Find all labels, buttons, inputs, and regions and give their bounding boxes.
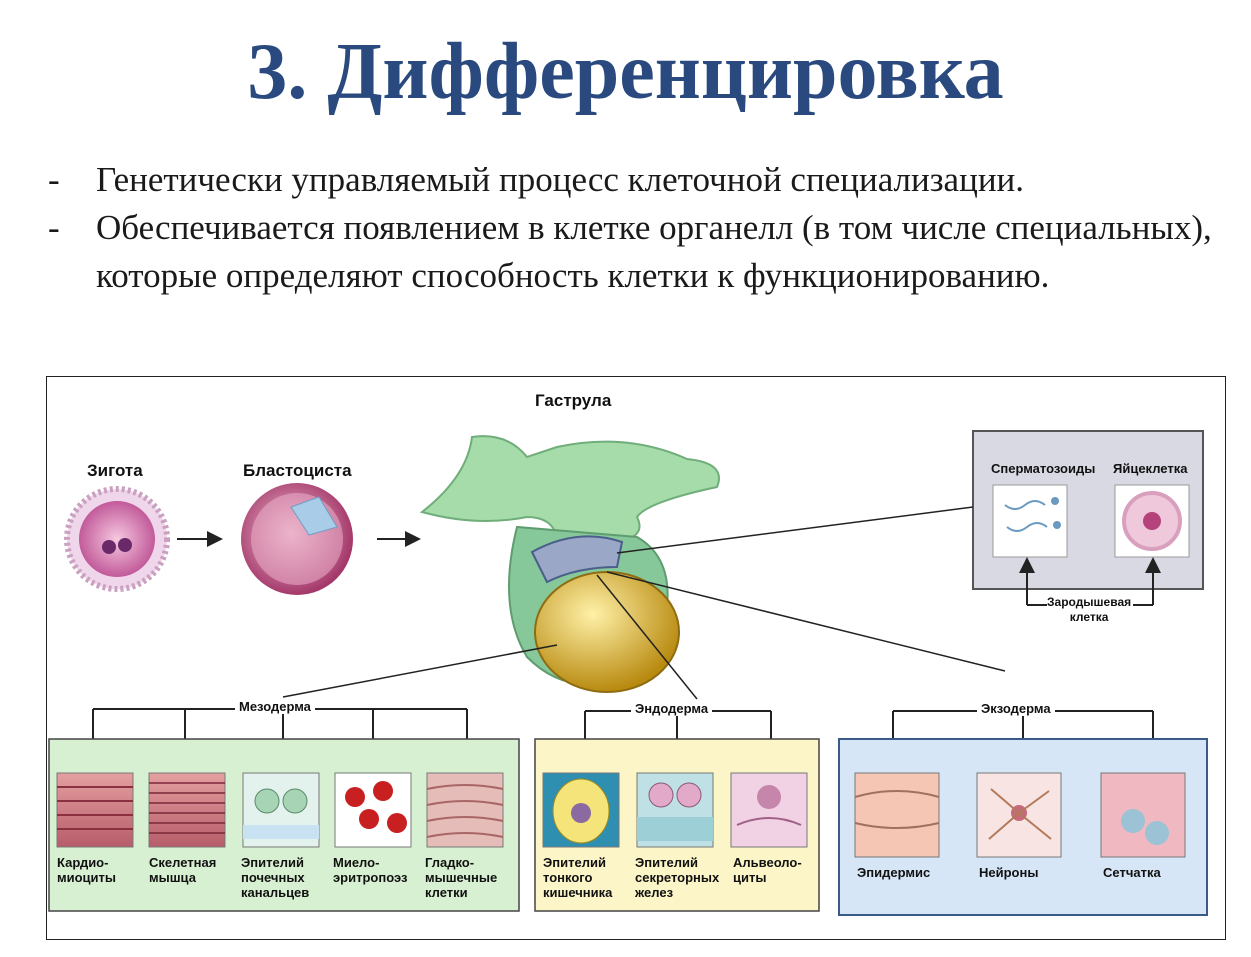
cell-label-intestinal-epithelium: Эпителий тонкого кишечника [543,855,613,900]
differentiation-diagram: Зигота Бластоциста Гаструла Сперматозоид… [46,376,1226,940]
ectoderm-label: Экзодерма [977,701,1055,716]
bullet-marker: - [48,208,60,247]
blastocyst-label: Бластоциста [243,461,352,480]
sperm-label: Сперматозоиды [991,461,1096,476]
diagram-drawing [48,430,1208,916]
bullet-text: Обеспечивается появлением в клетке орган… [96,208,1212,295]
zygote-cell [64,486,170,592]
cell-label-alveolocytes: Альвеоло- циты [733,855,802,885]
cell-label-epidermis: Эпидермис [857,865,931,880]
kidney-epithelium-image [242,772,320,848]
zygote-label: Зигота [87,461,143,480]
endoderm-label: Эндодерма [631,701,713,716]
gastrula-label: Гаструла [535,391,612,410]
bullet-item: - Обеспечивается появлением в клетке орг… [44,204,1224,300]
germ-cell-label: Зародышевая клетка [1047,595,1132,624]
secretory-epithelium-image [636,772,714,848]
cell-label-smooth-muscle: Гладко- мышечные клетки [425,855,498,900]
neurons-image [976,772,1062,858]
alveolocytes-image [730,772,808,848]
cell-label-retina: Сетчатка [1103,865,1161,880]
cardiomyocytes-image [56,772,134,848]
skeletal-muscle-image [148,772,226,848]
bullet-marker: - [48,160,60,199]
cell-label-kidney-epithelium: Эпителий почечных канальцев [241,855,310,900]
page-title: 3. Дифференцировка [247,28,1004,116]
cell-label-secretory-epithelium: Эпителий секреторных желез [635,855,720,900]
egg-label: Яйцеклетка [1113,461,1188,476]
smooth-muscle-image [426,772,504,848]
intestinal-epithelium-image [542,772,620,848]
retina-image [1100,772,1186,858]
cell-label-skeletal-muscle: Скелетная мышца [149,855,217,885]
gastrula-cell [419,435,720,693]
bullet-item: - Генетически управляемый процесс клеточ… [44,156,1224,204]
blastocyst-cell [241,483,353,595]
mesoderm-label: Мезодерма [235,699,315,714]
cell-label-neurons: Нейроны [979,865,1039,880]
erythropoiesis-image [334,772,412,848]
bullet-text: Генетически управляемый процесс клеточно… [96,160,1025,199]
cell-label-cardiomyocytes: Кардио- миоциты [57,855,117,885]
cell-label-erythropoiesis: Миело- эритропоэз [333,855,408,885]
bullet-list: - Генетически управляемый процесс клеточ… [44,156,1224,300]
germ-line-panel [972,430,1204,606]
epidermis-image [854,772,940,858]
